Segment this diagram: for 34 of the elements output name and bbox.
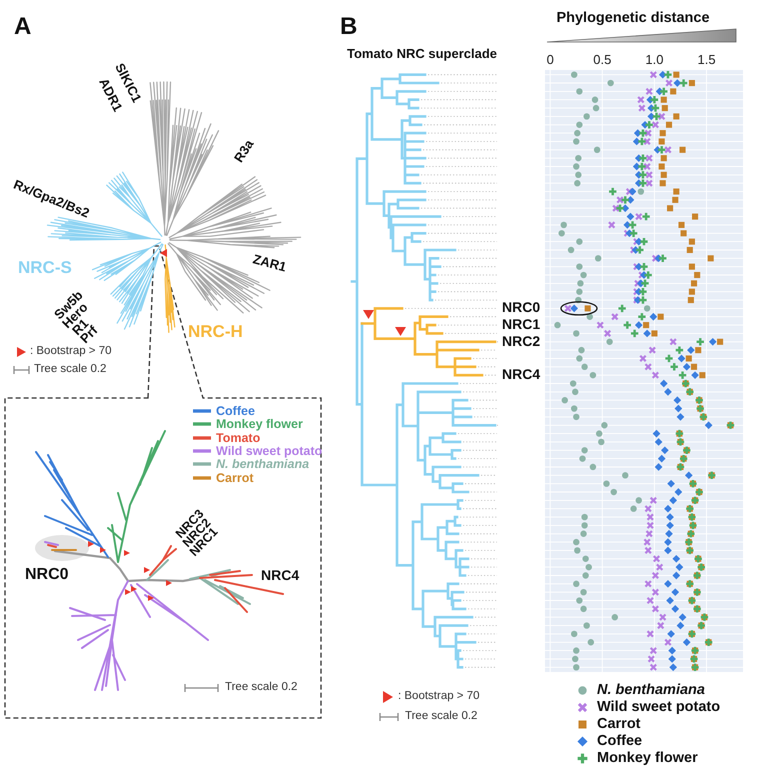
legend-label: Carrot — [597, 716, 641, 732]
legend-label: Wild sweet potato — [597, 698, 720, 716]
gene-label: NRC4 — [502, 366, 540, 382]
panel-label: B — [340, 13, 358, 41]
gene-label: R3a — [232, 136, 258, 166]
legend-label: Wild sweet potato — [216, 444, 322, 458]
gene-label: NRC0 — [502, 299, 540, 316]
gene-label: NRC1 — [502, 316, 540, 332]
gene-label: ZAR1 — [251, 252, 288, 275]
legend-label: Carrot — [216, 470, 254, 486]
legend-label: N. benthamiana — [216, 456, 310, 472]
legend-label: Coffee — [216, 404, 255, 418]
legend-label: Tomato — [216, 430, 260, 446]
tick-label: 1.5 — [697, 52, 716, 68]
clade-label: NRC-S — [18, 258, 72, 278]
axis-title: Phylogenetic distance — [556, 10, 710, 26]
tick-label: 0 — [546, 52, 554, 68]
legend-label: Coffee — [597, 732, 642, 750]
legend-label: N. benthamiana — [597, 682, 705, 698]
scale-label: Tree scale 0.2 — [405, 710, 478, 724]
clade-label: NRC-H — [188, 322, 243, 342]
gene-label: NRC2 — [502, 332, 540, 350]
gene-label: NRC4 — [261, 566, 300, 584]
scale-label: Tree scale 0.2 — [225, 681, 298, 695]
tree-title: Tomato NRC superclade — [347, 46, 498, 62]
key-label: : Bootstrap > 70 — [30, 345, 112, 359]
tick-label: 1.0 — [645, 52, 664, 68]
legend-label: Monkey flower — [597, 750, 698, 766]
tick-label: 0.5 — [593, 52, 612, 68]
panel-label: A — [14, 13, 32, 41]
key-label: : Bootstrap > 70 — [398, 690, 480, 704]
legend-label: Monkey flower — [216, 416, 303, 432]
gene-label: NRC0 — [25, 566, 69, 584]
scale-label: Tree scale 0.2 — [34, 363, 106, 377]
